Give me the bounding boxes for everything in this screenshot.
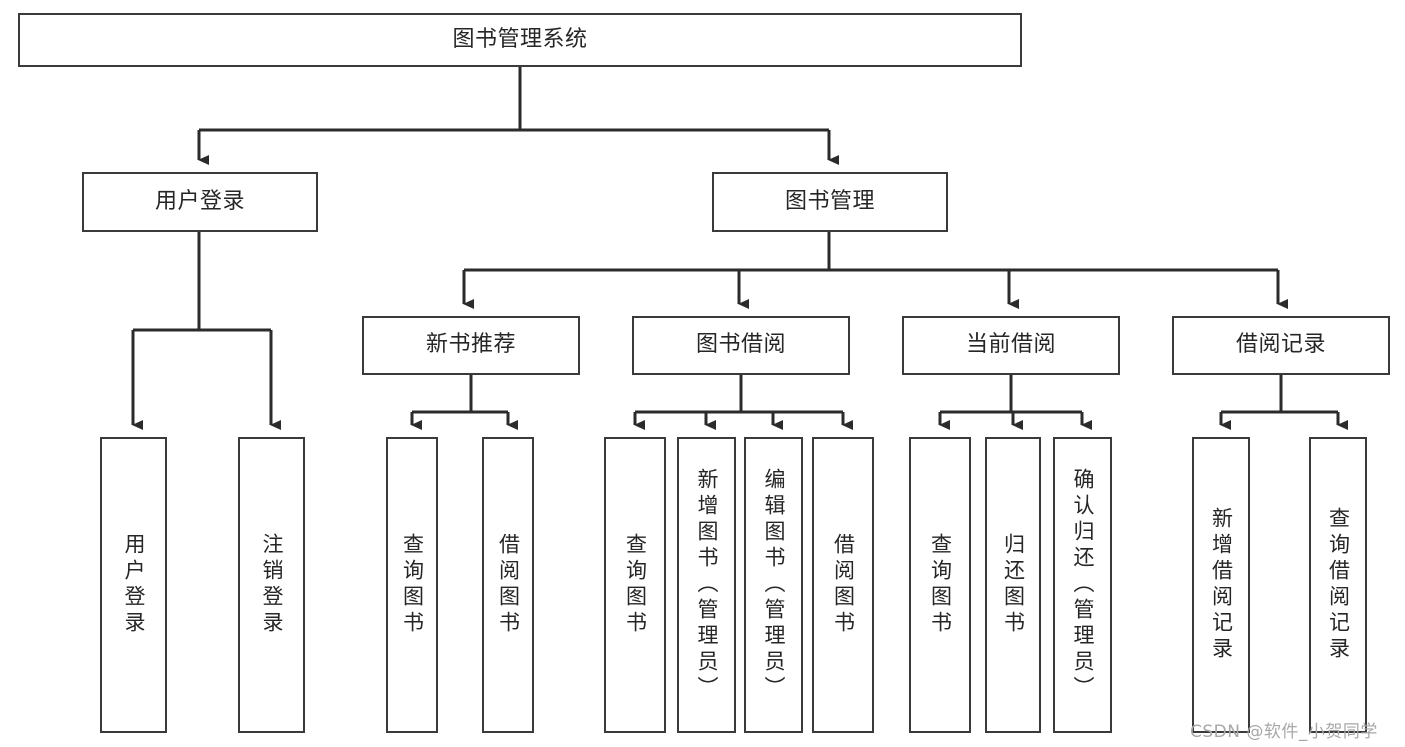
node-leaf-return-book-label: 归还图书 (1001, 533, 1026, 637)
node-loan-record-label: 借阅记录 (1235, 332, 1326, 358)
node-leaf-add-loan-record-label: 新增借阅记录 (1209, 507, 1234, 663)
node-leaf-query-book-recommend[interactable]: 查询图书 (386, 437, 438, 733)
node-leaf-query-book-recommend-label: 查询图书 (400, 533, 425, 637)
node-leaf-query-loan-record[interactable]: 查询借阅记录 (1309, 437, 1367, 733)
node-leaf-return-book[interactable]: 归还图书 (985, 437, 1041, 733)
node-current-loan[interactable]: 当前借阅 (902, 316, 1120, 375)
node-book-management-label: 图书管理 (784, 188, 875, 214)
node-leaf-query-book-current[interactable]: 查询图书 (909, 437, 971, 733)
node-current-loan-label: 当前借阅 (965, 332, 1056, 358)
csdn-watermark: CSDN @软件_小贺同学 (1190, 722, 1378, 742)
node-leaf-add-loan-record[interactable]: 新增借阅记录 (1192, 437, 1250, 733)
node-leaf-borrow-book[interactable]: 借阅图书 (812, 437, 874, 733)
node-leaf-user-logout-label: 注销登录 (260, 533, 284, 637)
node-leaf-edit-book[interactable]: 编辑图书（管理员） (744, 437, 803, 733)
node-leaf-query-book-current-label: 查询图书 (928, 533, 953, 637)
node-loan-record[interactable]: 借阅记录 (1172, 316, 1390, 375)
node-leaf-query-book-borrow-label: 查询图书 (623, 533, 648, 637)
node-leaf-add-book-label: 新增图书（管理员） (695, 468, 719, 702)
node-leaf-confirm-return[interactable]: 确认归还（管理员） (1053, 437, 1112, 733)
node-user-login-label: 用户登录 (154, 188, 245, 214)
node-leaf-borrow-book-recommend-label: 借阅图书 (496, 533, 521, 637)
node-leaf-user-logout[interactable]: 注销登录 (238, 437, 305, 733)
node-root-label: 图书管理系统 (452, 26, 588, 52)
node-leaf-user-login-label: 用户登录 (122, 533, 146, 637)
node-leaf-borrow-book-label: 借阅图书 (831, 533, 856, 637)
node-leaf-add-book[interactable]: 新增图书（管理员） (677, 437, 736, 733)
node-leaf-query-loan-record-label: 查询借阅记录 (1326, 507, 1351, 663)
node-leaf-confirm-return-label: 确认归还（管理员） (1071, 468, 1095, 702)
node-leaf-borrow-book-recommend[interactable]: 借阅图书 (482, 437, 534, 733)
node-leaf-user-login[interactable]: 用户登录 (100, 437, 167, 733)
node-new-book-recommend-label: 新书推荐 (425, 332, 516, 358)
node-book-management[interactable]: 图书管理 (712, 172, 948, 232)
node-new-book-recommend[interactable]: 新书推荐 (362, 316, 580, 375)
node-leaf-query-book-borrow[interactable]: 查询图书 (604, 437, 666, 733)
node-book-borrow[interactable]: 图书借阅 (632, 316, 850, 375)
node-leaf-edit-book-label: 编辑图书（管理员） (762, 468, 786, 702)
node-book-borrow-label: 图书借阅 (695, 332, 786, 358)
node-root[interactable]: 图书管理系统 (18, 13, 1022, 67)
node-user-login[interactable]: 用户登录 (82, 172, 318, 232)
